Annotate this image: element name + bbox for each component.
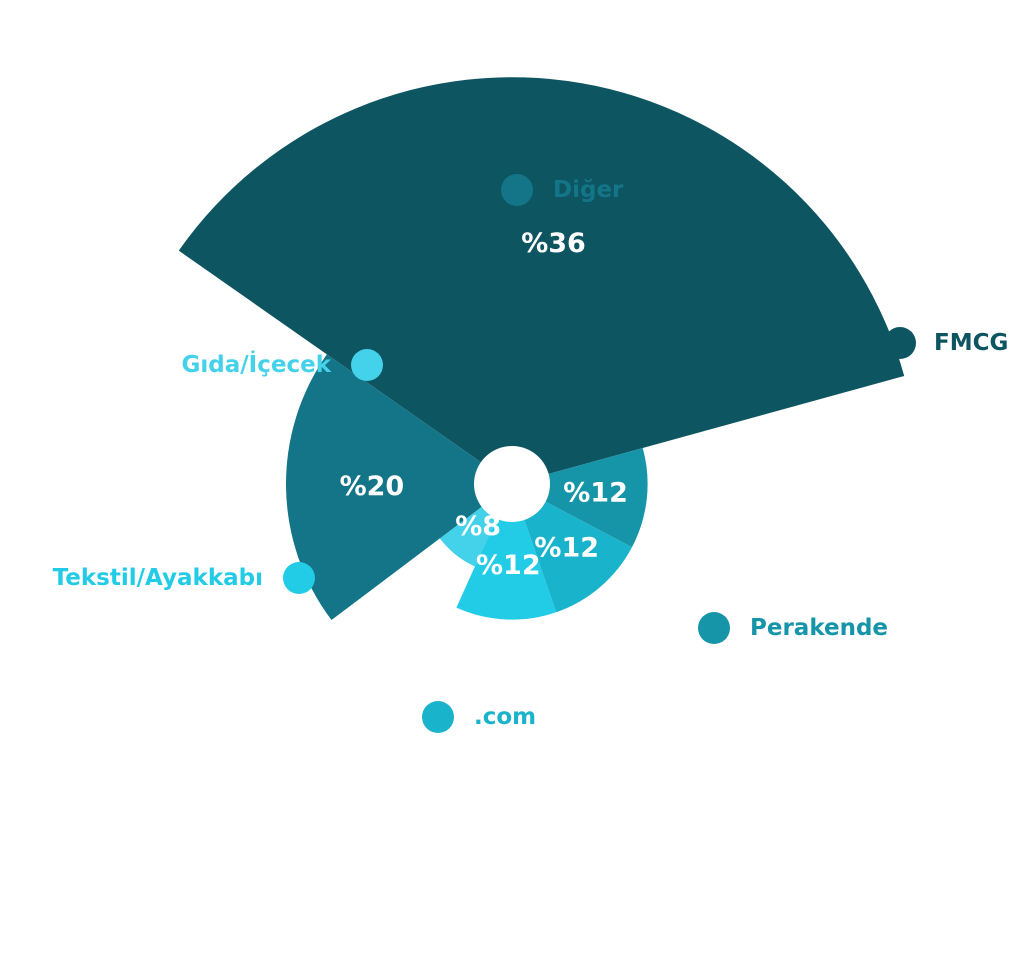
slice-label-com: %12: [534, 532, 599, 563]
legend-dot-dig-er: [501, 174, 533, 206]
slice-label-perakende: %12: [563, 478, 628, 509]
slice-label-dig-er: %20: [340, 471, 405, 502]
slice-label-tekstil-ayakkab: %12: [476, 550, 541, 581]
slice-perakende: [512, 447, 648, 548]
legend-label-g-da-i-c-ecek: Gıda/İçecek: [182, 350, 332, 378]
legend-label-perakende: Perakende: [750, 615, 888, 641]
slices-group: [178, 77, 905, 621]
legend-label-tekstil-ayakkab: Tekstil/Ayakkabı: [53, 565, 263, 591]
legend: FMCG Perakende .com Tekstil/Ayakkabı Gıda/İç…: [53, 174, 1008, 733]
legend-dot-tekstil-ayakkab: [283, 562, 315, 594]
slice-com: [512, 484, 632, 613]
legend-label-fmcg: FMCG: [934, 330, 1008, 356]
center-hole: [474, 446, 550, 522]
slice-tekstil-ayakkab: [456, 484, 557, 620]
legend-dot-com: [422, 701, 454, 733]
legend-label-com: .com: [474, 704, 536, 730]
legend-dot-fmcg: [884, 327, 916, 359]
legend-dot-perakende: [698, 612, 730, 644]
legend-dot-g-da-i-c-ecek: [351, 349, 383, 381]
slice-labels-group: %36%12%12%12%8%20: [340, 228, 628, 581]
slice-fmcg: [178, 77, 905, 484]
slice-dig-er: [286, 354, 512, 621]
slice-label-g-da-i-c-ecek: %8: [455, 511, 501, 542]
legend-label-dig-er: Diğer: [553, 177, 624, 203]
slice-label-fmcg: %36: [521, 228, 586, 259]
